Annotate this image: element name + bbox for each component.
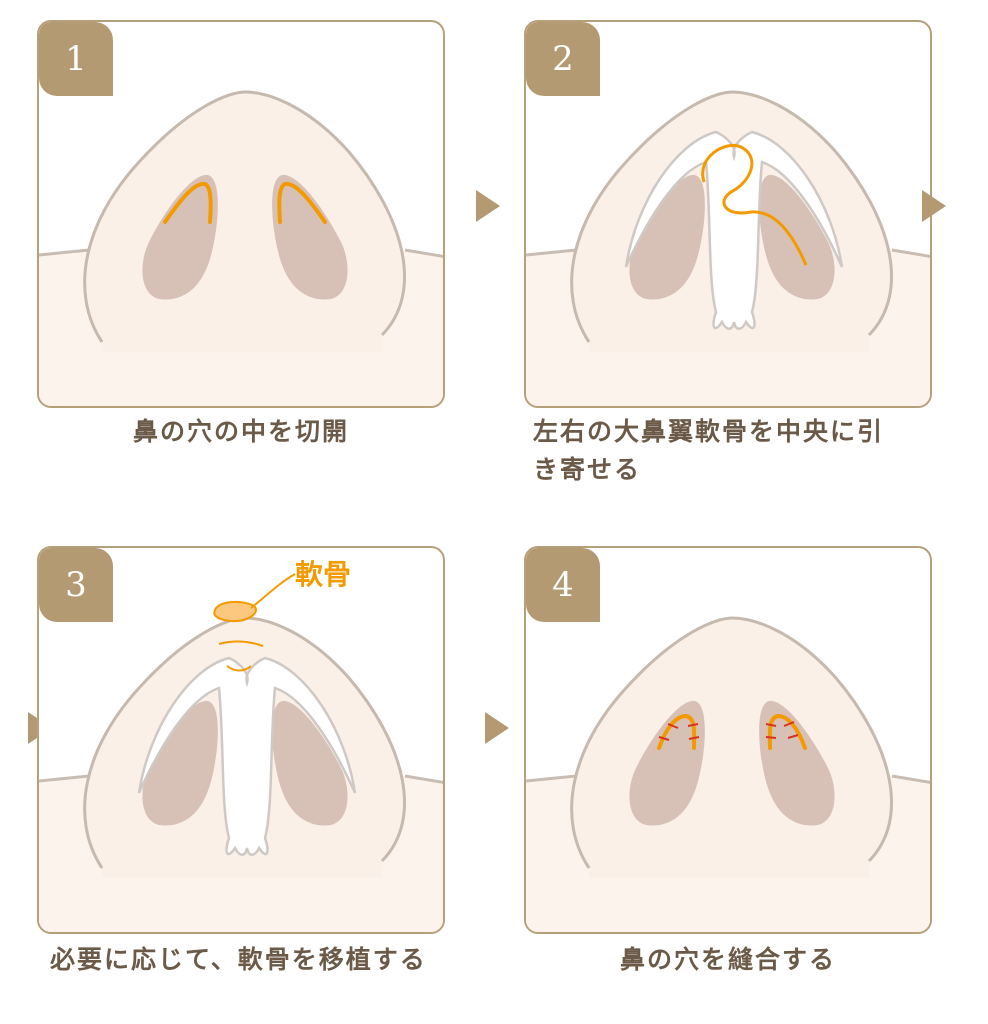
step-2-caption: 左右の大鼻翼軟骨を中央に引 き寄せる <box>533 413 884 489</box>
step-4-panel: 4 <box>524 546 932 934</box>
step-1-caption: 鼻の穴の中を切開 <box>132 417 349 446</box>
step-3-caption: 必要に応じて、軟骨を移植する <box>50 945 427 974</box>
cartilage-callout-label: 軟骨 <box>295 558 352 591</box>
graft-cartilage <box>213 600 257 623</box>
step-3-panel: 3 <box>37 546 445 934</box>
step-number-badge: 1 <box>39 22 113 96</box>
next-arrow-icon <box>485 712 509 744</box>
step-number-badge: 3 <box>39 548 113 622</box>
cartilage-suture-illustration <box>526 90 930 406</box>
step-4-caption: 鼻の穴を縫合する <box>619 945 836 974</box>
next-arrow-icon <box>476 190 500 222</box>
step-2-caption-line-2: き寄せる <box>533 455 642 484</box>
suture-thread <box>701 144 808 266</box>
step-2-caption-line-1: 左右の大鼻翼軟骨を中央に引 <box>533 417 885 446</box>
incision-right <box>277 181 327 224</box>
incision-left <box>163 181 213 224</box>
step-number-badge: 2 <box>526 22 600 96</box>
step-number-badge: 4 <box>526 548 600 622</box>
step-1-panel: 1 <box>37 20 445 408</box>
nostril-suture-illustration <box>526 616 930 932</box>
nose-incision-illustration <box>39 90 443 406</box>
cartilage-graft-illustration <box>39 573 443 932</box>
next-arrow-icon <box>922 190 946 222</box>
step-2-panel: 2 <box>524 20 932 408</box>
